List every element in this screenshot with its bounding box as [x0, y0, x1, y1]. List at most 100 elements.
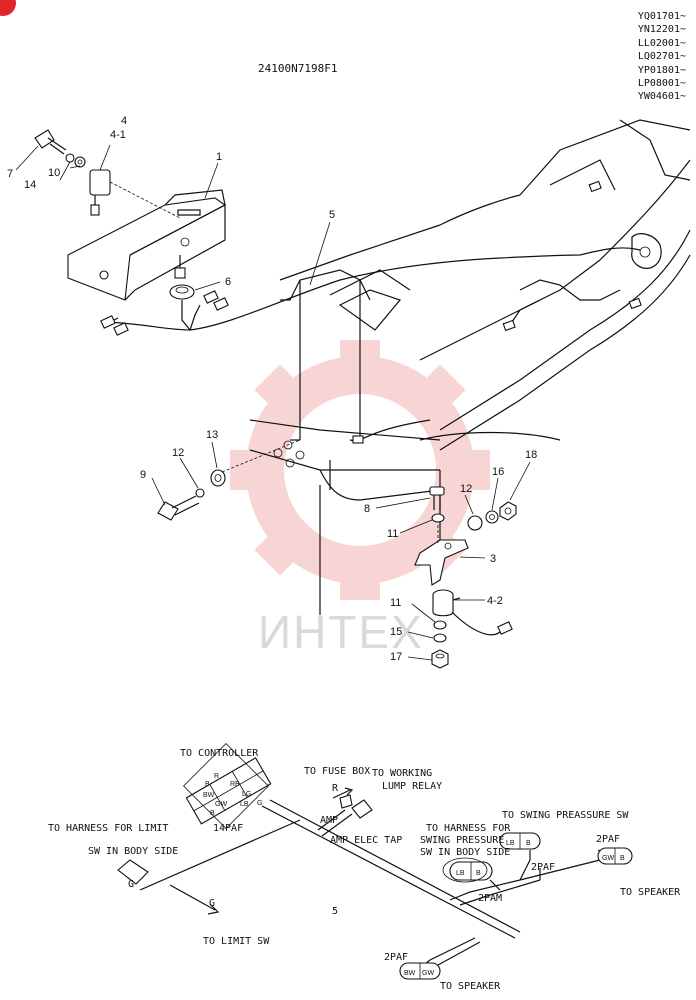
conn-pin: LB — [506, 840, 515, 847]
c14-pin: B — [205, 781, 210, 788]
label-harness-swing-3: SW IN BODY SIDE — [420, 847, 510, 858]
bolt-8 — [429, 486, 445, 510]
part-label-16: 16 — [492, 466, 504, 478]
harness-labels: TO CONTROLLER TO FUSE BOX TO WORKING LUM… — [48, 748, 681, 992]
serial-number: YP01801~ — [637, 64, 686, 76]
label-to-swing-sw: TO SWING PREASSURE SW — [502, 810, 629, 821]
connector-14paf: B R RB BW GW LG B LB G — [183, 743, 272, 829]
label-amp: AMP — [320, 815, 338, 826]
drawing-number: 24100N7198F1 — [258, 62, 337, 75]
part-label-14: 14 — [24, 179, 36, 191]
watermark-gear-icon — [230, 340, 490, 600]
label-amp-elec-tap: AMP ELEC TAP — [330, 835, 402, 846]
label-to-harness-limit: TO HARNESS FOR LIMIT — [48, 823, 168, 834]
label-harness-swing-2: SWING PRESSURE — [420, 835, 504, 846]
part-label-11b: 11 — [390, 597, 401, 609]
part-label-18: 18 — [525, 449, 537, 461]
part-label-12a: 12 — [172, 447, 184, 459]
c14-pin: GW — [215, 801, 227, 808]
conn-pin: LB — [456, 870, 465, 877]
washer-11b — [433, 620, 447, 630]
part-label-12b: 12 — [460, 483, 472, 495]
serial-number: YW04601~ — [637, 91, 686, 103]
leader-lines — [15, 144, 531, 661]
part-label-9: 9 — [140, 469, 146, 481]
harness-schematic — [139, 799, 611, 969]
corner-badge — [0, 0, 16, 16]
bolt-7 — [34, 129, 67, 155]
label-2paf: 2PAF — [596, 834, 620, 845]
part-label-3: 3 — [490, 553, 496, 565]
c14-pin: LB — [240, 801, 249, 808]
part-label-8: 8 — [364, 503, 370, 515]
washer-11a — [431, 513, 445, 523]
swing-connectors — [399, 832, 633, 980]
label-2pam: 2PAM — [478, 893, 502, 904]
label-14paf: 14PAF — [213, 823, 243, 834]
part-number-labels: 1 3 4 4-1 4-2 5 6 7 8 9 10 11 11 12 12 1… — [7, 115, 537, 663]
grommet-6 — [169, 255, 195, 300]
limit-sw-connector — [117, 859, 220, 915]
part-label-7: 7 — [7, 168, 13, 180]
serial-number-list: YQ01701~ YN12201~ LL02001~ LQ02701~ YP01… — [638, 10, 686, 104]
part-label-13: 13 — [206, 429, 218, 441]
relay-connectors — [332, 787, 373, 819]
part-label-17: 17 — [390, 651, 402, 663]
label-r: R — [332, 783, 339, 794]
serial-number: YN12201~ — [637, 24, 686, 36]
conn-pin: B — [620, 855, 625, 862]
label-g: G — [209, 898, 215, 909]
part-label-4-1: 4-1 — [110, 129, 126, 141]
part-label-4-2: 4-2 — [487, 595, 503, 607]
conn-pin: BW — [404, 970, 416, 977]
label-to-controller: TO CONTROLLER — [180, 748, 259, 759]
c14-pin: B — [210, 810, 215, 817]
washer-12a — [195, 488, 205, 498]
serial-number: LQ02701~ — [637, 51, 686, 63]
washer-12b — [467, 515, 483, 531]
label-2paf: 2PAF — [384, 952, 408, 963]
label-harness-swing-1: TO HARNESS FOR — [426, 823, 511, 834]
label-to-working: TO WORKING — [372, 768, 432, 779]
harness-connectors — [100, 290, 229, 336]
watermark-text: ИНТЕХ — [258, 606, 424, 658]
nut-18 — [499, 501, 517, 521]
conn-pin: GW — [602, 855, 614, 862]
part-label-11a: 11 — [387, 528, 398, 540]
part-label-4: 4 — [121, 115, 127, 127]
c14-pin: G — [257, 800, 262, 807]
washer-16 — [485, 510, 499, 524]
label-to-speaker: TO SPEAKER — [440, 981, 501, 992]
part-label-10: 10 — [48, 167, 60, 179]
serial-number: YQ01701~ — [637, 11, 686, 22]
label-2paf: 2PAF — [531, 862, 555, 873]
c14-pin: RB — [230, 781, 240, 788]
nut-17 — [431, 649, 449, 669]
serial-number: LP08001~ — [637, 78, 686, 90]
part-label-6: 6 — [225, 276, 231, 288]
label-g: G — [128, 879, 134, 890]
bolt-9 — [157, 495, 200, 521]
bracket-3 — [414, 525, 469, 586]
c14-pin: LG — [242, 791, 251, 798]
washer-13 — [210, 469, 226, 487]
speaker-4-2 — [432, 589, 513, 636]
washer-15 — [433, 633, 447, 643]
relay-4 — [89, 169, 111, 216]
part-label-1: 1 — [216, 151, 222, 163]
c14-pin: BW — [203, 792, 215, 799]
washer-10 — [74, 156, 86, 168]
part-label-15: 15 — [390, 626, 402, 638]
conn-pin: B — [476, 870, 481, 877]
part-label-5-bottom: 5 — [332, 906, 338, 917]
conn-pin: B — [526, 840, 531, 847]
label-sw-body-side: SW IN BODY SIDE — [88, 846, 178, 857]
serial-number: LL02001~ — [637, 37, 686, 49]
label-to-speaker: TO SPEAKER — [620, 887, 681, 898]
washer-14 — [65, 153, 75, 163]
label-to-fuse-box: TO FUSE BOX — [304, 766, 370, 777]
part-label-5-top: 5 — [329, 209, 335, 221]
c14-pin: R — [214, 773, 219, 780]
